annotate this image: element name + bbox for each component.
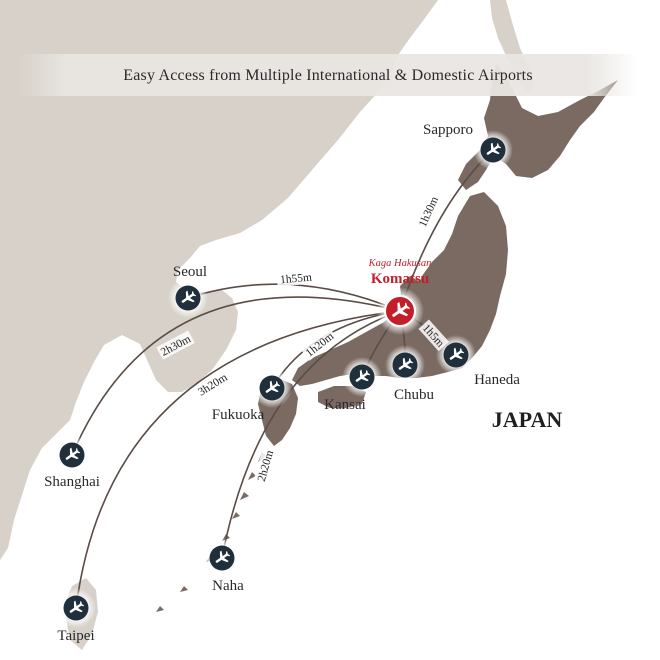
label-haneda: Haneda — [474, 372, 520, 388]
label-taipei: Taipei — [57, 628, 94, 644]
airport-marker-haneda[interactable] — [436, 335, 476, 375]
city-labels: Sapporo Seoul Shanghai Taipei Fukuoka Ka… — [44, 122, 520, 644]
hub-marker-komatsu[interactable] — [376, 287, 424, 335]
airport-marker-sapporo[interactable] — [473, 130, 513, 170]
label-fukuoka: Fukuoka — [212, 407, 265, 423]
airport-marker-kansai[interactable] — [342, 357, 382, 397]
airport-marker-taipei[interactable] — [56, 588, 96, 628]
flight-time-seoul: 1h55m — [280, 272, 313, 287]
airport-marker-seoul[interactable] — [168, 278, 208, 318]
label-chubu: Chubu — [394, 387, 435, 403]
hub-subtitle: Kaga Hakusan — [368, 258, 432, 269]
hub-name: Komatsu — [371, 271, 429, 287]
airport-marker-fukuoka[interactable] — [252, 368, 292, 408]
airport-markers — [52, 130, 513, 628]
airport-marker-chubu[interactable] — [385, 345, 425, 385]
label-sapporo: Sapporo — [423, 122, 473, 138]
route-shanghai — [71, 296, 401, 456]
label-seoul: Seoul — [173, 264, 207, 280]
country-label: JAPAN — [492, 407, 563, 432]
airport-marker-naha[interactable] — [202, 538, 242, 578]
map-title: Easy Access from Multiple International … — [123, 67, 533, 84]
title-band — [18, 54, 638, 96]
label-naha: Naha — [212, 578, 244, 594]
asian-mainland — [0, 0, 438, 560]
label-shanghai: Shanghai — [44, 474, 100, 490]
airport-marker-shanghai[interactable] — [52, 435, 92, 475]
route-taipei — [75, 310, 401, 609]
label-kansai: Kansai — [324, 397, 366, 413]
